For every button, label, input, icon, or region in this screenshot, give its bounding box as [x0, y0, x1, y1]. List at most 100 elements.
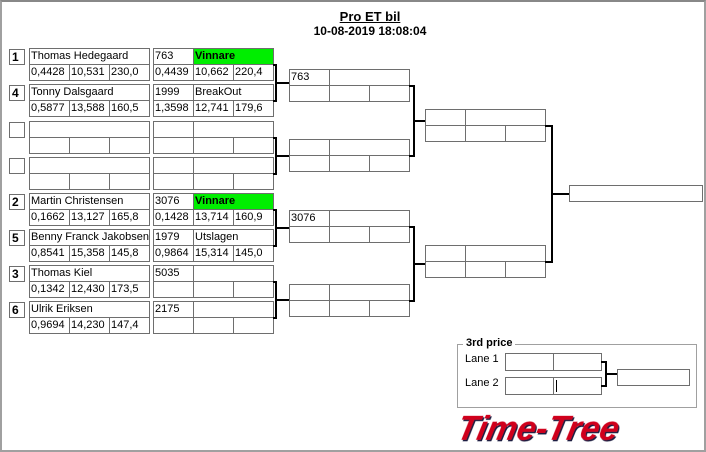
round2-result-speed[interactable] [369, 85, 410, 102]
qual-speed[interactable] [109, 137, 150, 154]
round1-result-speed[interactable]: 220,4 [233, 64, 274, 81]
round1-result-speed[interactable] [233, 173, 274, 190]
qual-speed[interactable]: 160,5 [109, 100, 150, 117]
qual-elapsed-time[interactable] [69, 137, 110, 154]
qual-elapsed-time[interactable]: 13,588 [69, 100, 110, 117]
round1-result-reaction-time[interactable] [153, 281, 194, 298]
round1-result-speed[interactable]: 160,9 [233, 209, 274, 226]
round2-result-elapsed-time[interactable] [329, 155, 370, 172]
lane-1-field-b[interactable] [553, 353, 602, 371]
round1-result-number[interactable] [153, 157, 194, 174]
qual-elapsed-time[interactable]: 12,430 [69, 281, 110, 298]
round3-result-number[interactable] [425, 109, 466, 126]
round1-result-number[interactable]: 1979 [153, 229, 194, 246]
round1-result-number[interactable]: 1999 [153, 84, 194, 101]
qual-reaction-time[interactable] [29, 137, 70, 154]
qual-elapsed-time[interactable]: 15,358 [69, 245, 110, 262]
round1-result-status[interactable]: Vinnare [193, 48, 274, 65]
qual-speed[interactable]: 165,8 [109, 209, 150, 226]
round2-result-elapsed-time[interactable] [329, 85, 370, 102]
round1-result-reaction-time[interactable]: 1,3598 [153, 100, 194, 117]
round2-result-reaction-time[interactable] [289, 300, 330, 317]
round2-result-status[interactable] [329, 284, 410, 301]
round1-result-speed[interactable]: 145,0 [233, 245, 274, 262]
round2-result-elapsed-time[interactable] [329, 226, 370, 243]
qual-speed[interactable]: 230,0 [109, 64, 150, 81]
round2-result-reaction-time[interactable] [289, 155, 330, 172]
qual-reaction-time[interactable]: 0,1662 [29, 209, 70, 226]
round1-result-status[interactable]: Vinnare [193, 193, 274, 210]
driver-name[interactable]: Ulrik Eriksen [29, 301, 150, 318]
round1-result-elapsed-time[interactable] [193, 317, 234, 334]
qual-elapsed-time[interactable]: 14,230 [69, 317, 110, 334]
driver-name[interactable]: Tonny Dalsgaard [29, 84, 150, 101]
round1-result-status[interactable]: BreakOut [193, 84, 274, 101]
driver-name[interactable]: Thomas Hedegaard [29, 48, 150, 65]
qual-reaction-time[interactable]: 0,4428 [29, 64, 70, 81]
round3-result-status[interactable] [465, 109, 546, 126]
round2-result-number[interactable]: 763 [289, 69, 330, 86]
round3-result-speed[interactable] [505, 261, 546, 278]
round2-result-status[interactable] [329, 210, 410, 227]
round2-result-number[interactable] [289, 139, 330, 156]
round1-result-reaction-time[interactable]: 0,1428 [153, 209, 194, 226]
round1-result-elapsed-time[interactable] [193, 137, 234, 154]
qual-elapsed-time[interactable]: 13,127 [69, 209, 110, 226]
qual-elapsed-time[interactable] [69, 173, 110, 190]
qual-reaction-time[interactable] [29, 173, 70, 190]
qual-speed[interactable]: 147,4 [109, 317, 150, 334]
round1-result-elapsed-time[interactable] [193, 173, 234, 190]
round1-result-number[interactable]: 763 [153, 48, 194, 65]
round1-result-speed[interactable]: 179,6 [233, 100, 274, 117]
round2-result-reaction-time[interactable] [289, 85, 330, 102]
qual-speed[interactable]: 145,8 [109, 245, 150, 262]
driver-name[interactable] [29, 157, 150, 174]
round2-result-number[interactable] [289, 284, 330, 301]
driver-name[interactable] [29, 121, 150, 138]
round1-result-elapsed-time[interactable]: 12,741 [193, 100, 234, 117]
round2-result-reaction-time[interactable] [289, 226, 330, 243]
round3-result-reaction-time[interactable] [425, 261, 466, 278]
final-winner[interactable] [569, 185, 703, 202]
round3-result-elapsed-time[interactable] [465, 261, 506, 278]
lane-2-field-b[interactable] [553, 377, 602, 395]
round1-result-elapsed-time[interactable]: 10,662 [193, 64, 234, 81]
round2-result-speed[interactable] [369, 226, 410, 243]
round1-result-number[interactable]: 5035 [153, 265, 194, 282]
round2-result-number[interactable]: 3076 [289, 210, 330, 227]
lane-1-field-a[interactable] [505, 353, 554, 371]
round1-result-number[interactable]: 3076 [153, 193, 194, 210]
qual-elapsed-time[interactable]: 10,531 [69, 64, 110, 81]
round1-result-number[interactable] [153, 121, 194, 138]
qual-speed[interactable] [109, 173, 150, 190]
qual-reaction-time[interactable]: 0,5877 [29, 100, 70, 117]
round2-result-speed[interactable] [369, 155, 410, 172]
driver-name[interactable]: Thomas Kiel [29, 265, 150, 282]
round3-result-reaction-time[interactable] [425, 125, 466, 142]
qual-reaction-time[interactable]: 0,9694 [29, 317, 70, 334]
round1-result-elapsed-time[interactable]: 13,714 [193, 209, 234, 226]
qual-speed[interactable]: 173,5 [109, 281, 150, 298]
qual-reaction-time[interactable]: 0,8541 [29, 245, 70, 262]
round3-result-elapsed-time[interactable] [465, 125, 506, 142]
round1-result-status[interactable] [193, 265, 274, 282]
third-place-winner[interactable] [617, 369, 690, 386]
round1-result-speed[interactable] [233, 317, 274, 334]
round3-result-status[interactable] [465, 245, 546, 262]
round1-result-speed[interactable] [233, 137, 274, 154]
qual-reaction-time[interactable]: 0,1342 [29, 281, 70, 298]
round1-result-elapsed-time[interactable]: 15,314 [193, 245, 234, 262]
round3-result-speed[interactable] [505, 125, 546, 142]
round1-result-status[interactable] [193, 157, 274, 174]
round2-result-status[interactable] [329, 139, 410, 156]
round1-result-reaction-time[interactable]: 0,4439 [153, 64, 194, 81]
round1-result-speed[interactable] [233, 281, 274, 298]
round1-result-reaction-time[interactable] [153, 137, 194, 154]
round1-result-reaction-time[interactable] [153, 317, 194, 334]
round2-result-status[interactable] [329, 69, 410, 86]
driver-name[interactable]: Martin Christensen [29, 193, 150, 210]
driver-name[interactable]: Benny Franck Jakobsen [29, 229, 150, 246]
round3-result-number[interactable] [425, 245, 466, 262]
round1-result-reaction-time[interactable] [153, 173, 194, 190]
round1-result-status[interactable]: Utslagen [193, 229, 274, 246]
